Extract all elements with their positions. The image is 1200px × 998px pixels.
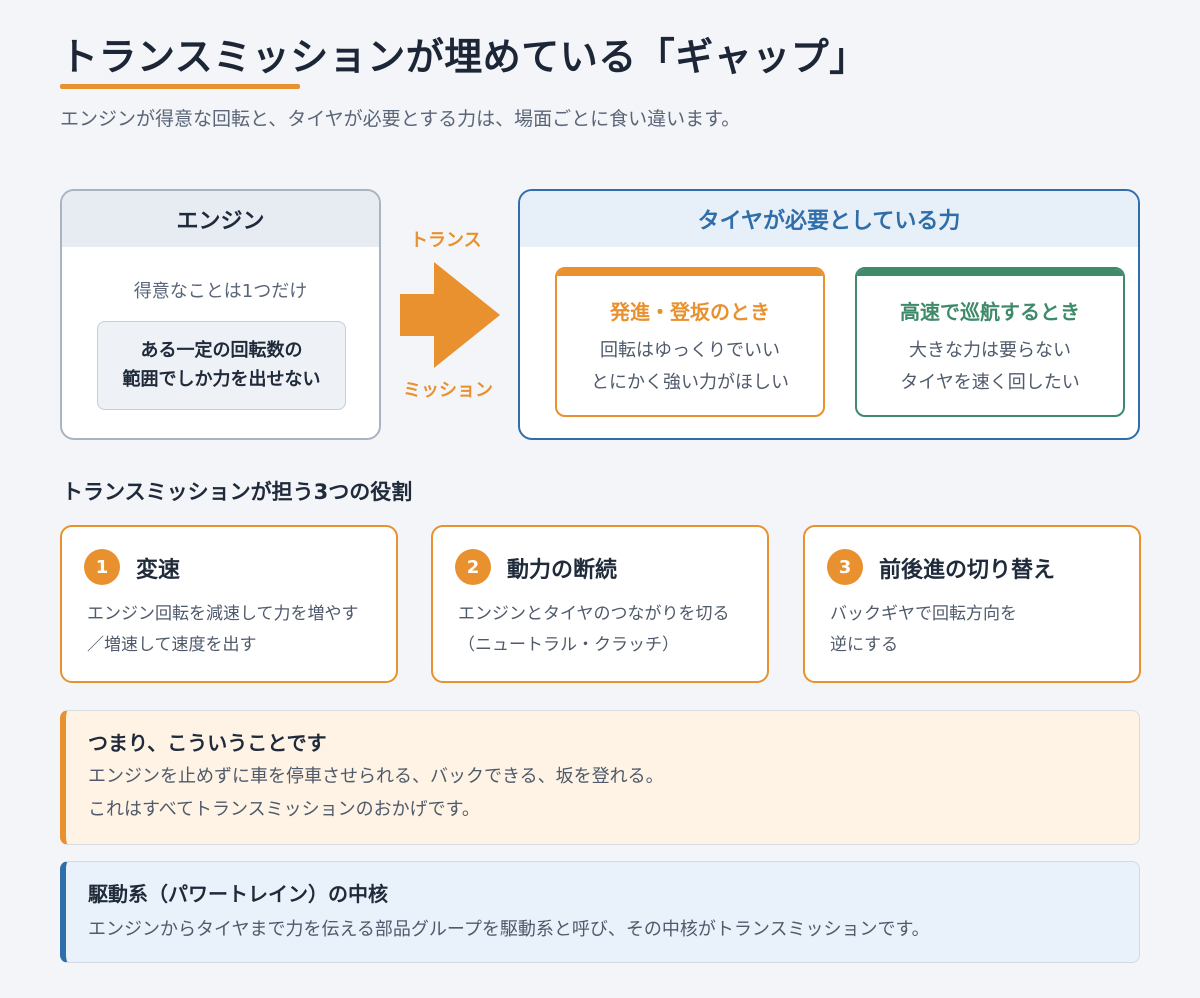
role-description-line: エンジン回転を減速して力を増やす (87, 604, 359, 624)
right-arrow-icon (400, 262, 500, 368)
arrow-shape (400, 262, 500, 368)
scene-title: 発進・登坂のとき (610, 300, 770, 324)
arrow-label-bottom: ミッション (403, 380, 493, 401)
role-title: 動力の断続 (507, 558, 618, 583)
role-number-badge: 2 (455, 549, 491, 585)
scene-line: 大きな力は要らない (909, 340, 1071, 361)
scene-highway-cruise: 高速で巡航するとき 大きな力は要らない タイヤを速く回したい (855, 267, 1125, 417)
scene-line: タイヤを速く回したい (900, 372, 1080, 393)
tire-force-box: タイヤが必要としている力 発進・登坂のとき 回転はゆっくりでいい とにかく強い力… (518, 189, 1140, 440)
role-description: エンジンとタイヤのつながりを切る （ニュートラル・クラッチ） (458, 599, 730, 661)
role-description: エンジン回転を減速して力を増やす ／増速して速度を出す (87, 599, 359, 661)
scene-line: とにかく強い力がほしい (591, 372, 789, 393)
scene-title: 高速で巡航するとき (900, 300, 1080, 324)
engine-caption: 得意なことは1つだけ (133, 281, 308, 302)
role-card-speed-change: 1 変速 エンジン回転を減速して力を増やす ／増速して速度を出す (60, 525, 398, 683)
page-subtitle: エンジンが得意な回転と、タイヤが必要とする力は、場面ごとに食い違います。 (60, 108, 741, 130)
role-number-badge: 3 (827, 549, 863, 585)
engine-note-line: 範囲でしか力を出せない (122, 368, 321, 390)
role-description-line: 逆にする (830, 635, 899, 655)
title-underline (60, 84, 300, 89)
page-title: トランスミッションが埋めている「ギャップ」 (60, 35, 868, 79)
summary-callout: つまり、こういうことです エンジンを止めずに車を停車させられる、バックできる、坂… (60, 710, 1140, 845)
scene-accent-bar (857, 269, 1123, 276)
engine-heading: エンジン (62, 191, 379, 247)
role-description-line: ／増速して速度を出す (87, 635, 257, 655)
role-title: 変速 (136, 558, 181, 583)
engine-note: ある一定の回転数の 範囲でしか力を出せない (97, 321, 346, 410)
scene-line: 回転はゆっくりでいい (600, 340, 780, 361)
engine-box: エンジン 得意なことは1つだけ ある一定の回転数の 範囲でしか力を出せない (60, 189, 381, 440)
role-description: バックギヤで回転方向を 逆にする (830, 599, 1017, 661)
powertrain-text: エンジンからタイヤまで力を伝える部品グループを駆動系と呼び、その中核がトランスミ… (88, 919, 930, 940)
role-description-line: （ニュートラル・クラッチ） (458, 635, 679, 655)
summary-line: これはすべてトランスミッションのおかげです。 (88, 799, 480, 820)
arrow-label-top: トランス (410, 230, 482, 251)
scene-start-climb: 発進・登坂のとき 回転はゆっくりでいい とにかく強い力がほしい (555, 267, 825, 417)
summary-line: エンジンを止めずに車を停車させられる、バックできる、坂を登れる。 (88, 766, 664, 787)
powertrain-title: 駆動系（パワートレイン）の中核 (88, 882, 388, 906)
scene-accent-bar (557, 269, 823, 276)
role-description-line: エンジンとタイヤのつながりを切る (458, 604, 730, 624)
role-card-forward-reverse: 3 前後進の切り替え バックギヤで回転方向を 逆にする (803, 525, 1141, 683)
summary-title: つまり、こういうことです (88, 731, 327, 755)
tire-heading: タイヤが必要としている力 (520, 191, 1138, 247)
powertrain-callout: 駆動系（パワートレイン）の中核 エンジンからタイヤまで力を伝える部品グループを駆… (60, 861, 1140, 963)
role-number-badge: 1 (84, 549, 120, 585)
engine-note-line: ある一定の回転数の (140, 339, 303, 361)
role-card-power-interrupt: 2 動力の断続 エンジンとタイヤのつながりを切る （ニュートラル・クラッチ） (431, 525, 769, 683)
roles-heading: トランスミッションが担う3つの役割 (62, 480, 413, 504)
role-description-line: バックギヤで回転方向を (830, 604, 1017, 624)
role-title: 前後進の切り替え (879, 558, 1056, 583)
